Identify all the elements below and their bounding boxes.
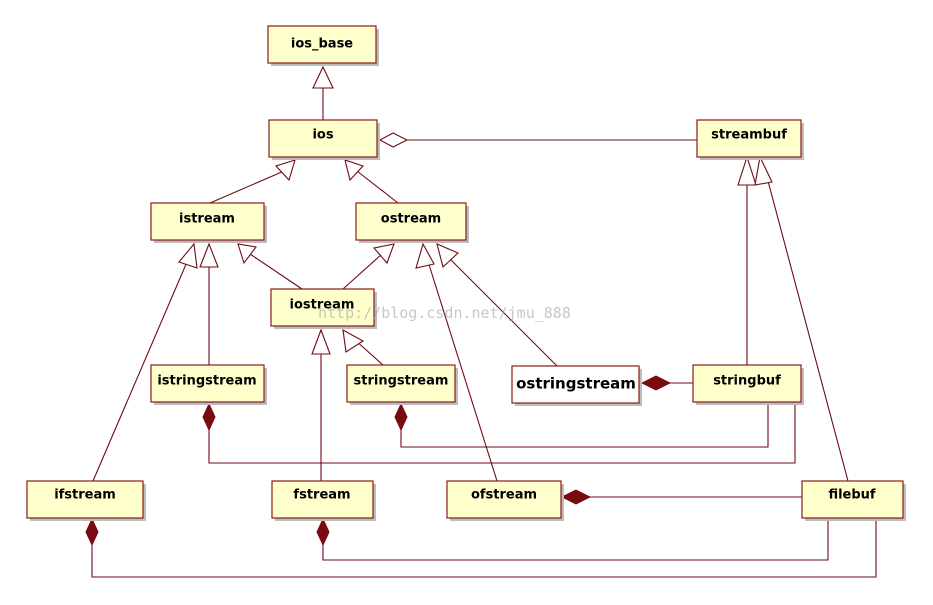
ifstream-to-istream-arrow [178, 242, 198, 269]
istream-to-ios-arrow [275, 159, 296, 182]
inheritance-edges [92, 88, 849, 482]
ios-to-ios_base-arrow [312, 65, 334, 89]
ifstream-filebuf-diamond [85, 517, 99, 547]
class-label: istream [179, 212, 235, 227]
ofstream-to-ostream-arrow [415, 242, 435, 269]
class-ostream: ostream [355, 202, 469, 243]
class-istream: istream [150, 202, 267, 243]
composition-diamonds [85, 132, 672, 547]
class-iostream: iostream [270, 288, 377, 329]
ofstream-filebuf-diamond [560, 489, 592, 505]
ostringstream-stringbuf-diamond [640, 375, 672, 391]
iostream-to-ostream-arrow [372, 243, 395, 265]
class-label: ios [312, 128, 333, 143]
inheritance-arrowheads [178, 65, 773, 355]
class-label: filebuf [828, 488, 875, 503]
class-streambuf: streambuf [696, 119, 804, 160]
class-ifstream: ifstream [26, 480, 146, 521]
ios-streambuf-open-diamond [378, 132, 409, 148]
filebuf-to-streambuf-arrow [754, 155, 773, 186]
stringbuf-to-streambuf-arrow [737, 155, 757, 186]
ostream-to-ios-arrow [344, 159, 364, 182]
class-label: ios_base [291, 37, 353, 52]
class-filebuf: filebuf [801, 480, 906, 521]
ostringstream-to-ostream-arrow [436, 243, 459, 269]
stringstream-to-iostream-arrow [342, 328, 365, 353]
class-ios_base: ios_base [267, 25, 379, 66]
watermark-text: http://blog.csdn.net/jmu_888 [318, 304, 571, 322]
istringstream-stringbuf-diamond [202, 402, 216, 432]
fstream-to-iostream-arrow [311, 328, 331, 355]
class-label: ifstream [54, 488, 116, 503]
class-label: stringstream [354, 374, 449, 389]
class-ios: ios [268, 119, 380, 160]
class-label: ostream [381, 212, 441, 227]
class-label: stringbuf [713, 374, 781, 389]
class-istringstream: istringstream [150, 364, 267, 405]
class-label: istringstream [157, 374, 256, 389]
class-label: fstream [293, 488, 350, 503]
class-ofstream: ofstream [446, 480, 564, 521]
stringstream-stringbuf-diamond [394, 402, 408, 432]
class-label: ostringstream [516, 375, 636, 393]
class-label: iostream [290, 298, 355, 313]
class-fstream: fstream [271, 480, 376, 521]
class-stringbuf: stringbuf [692, 364, 804, 405]
class-label: streambuf [711, 128, 787, 143]
class-label: ofstream [471, 488, 537, 503]
istringstream-to-istream-arrow [199, 242, 219, 268]
class-stringstream: stringstream [346, 364, 458, 405]
iostream-to-istream-arrow [237, 243, 257, 265]
fstream-filebuf-diamond [316, 517, 330, 547]
composition-edges [91, 139, 877, 578]
class-ostringstream: ostringstream [511, 365, 642, 406]
